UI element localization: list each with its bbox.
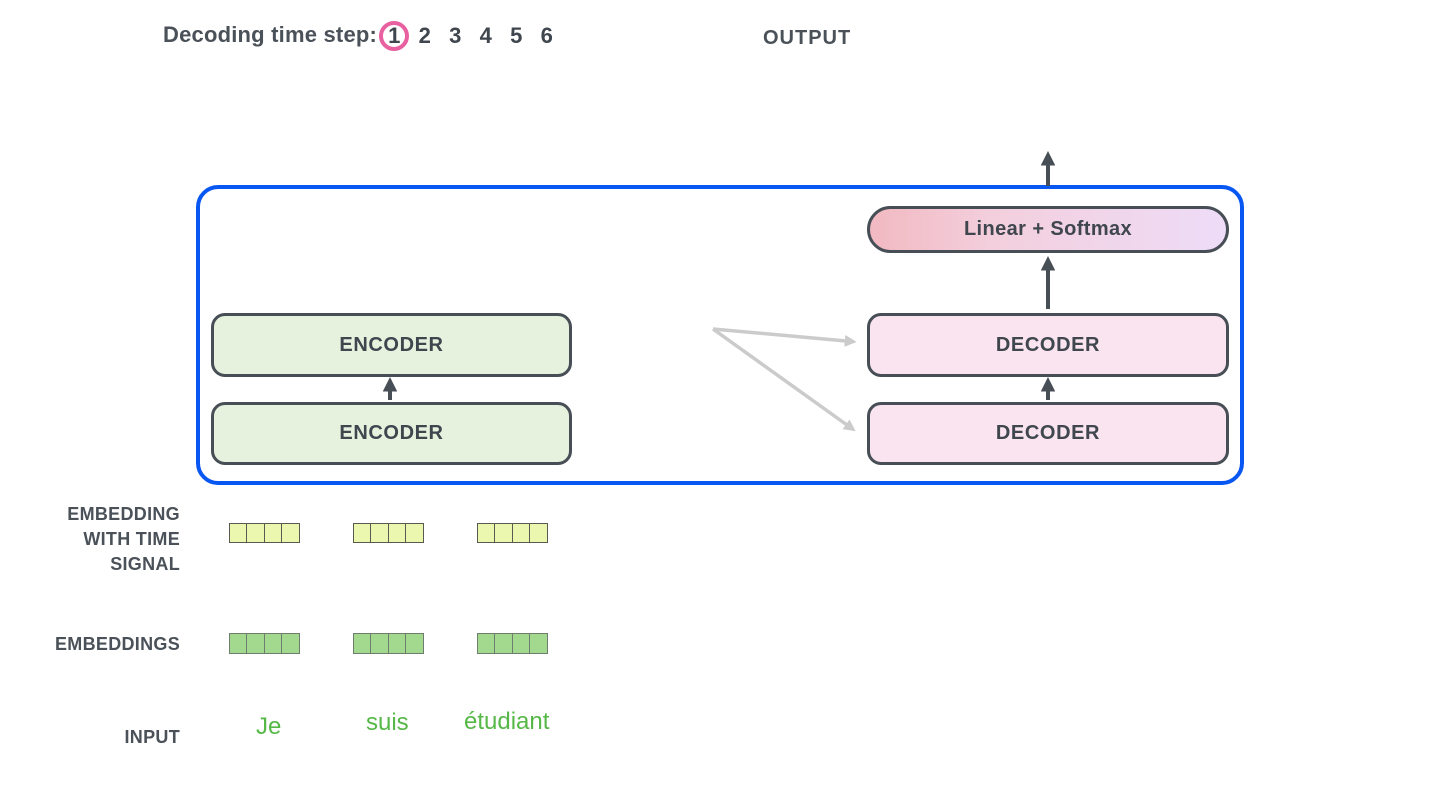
encoder-block-bottom: ENCODER bbox=[211, 402, 572, 465]
time-step-selector: 1 2 3 4 5 6 bbox=[379, 18, 562, 54]
embedding-vector-2 bbox=[353, 633, 425, 654]
time-signal-vector-3 bbox=[477, 523, 549, 543]
embedding-vector-1 bbox=[229, 633, 301, 654]
time-step-6[interactable]: 6 bbox=[540, 23, 553, 48]
time-signal-vector-1 bbox=[229, 523, 301, 543]
input-word-suis: suis bbox=[366, 709, 409, 736]
time-step-1-selected[interactable]: 1 bbox=[379, 18, 410, 54]
decoder-block-top: DECODER bbox=[867, 313, 1229, 377]
embeddings-label: EMBEDDINGS bbox=[54, 634, 180, 654]
time-step-3[interactable]: 3 bbox=[449, 23, 462, 48]
decoding-time-step-label: Decoding time step: bbox=[163, 22, 378, 47]
time-step-1-circle[interactable]: 1 bbox=[379, 21, 410, 51]
encoder-block-top: ENCODER bbox=[211, 313, 572, 377]
input-word-etudiant: étudiant bbox=[464, 708, 550, 735]
input-label: INPUT bbox=[124, 727, 180, 747]
time-signal-vector-2 bbox=[353, 523, 425, 543]
output-label: OUTPUT bbox=[763, 27, 852, 49]
embedding-vector-3 bbox=[477, 633, 549, 654]
time-step-2[interactable]: 2 bbox=[418, 23, 431, 48]
transformer-model-container bbox=[196, 185, 1244, 485]
time-step-5[interactable]: 5 bbox=[510, 23, 523, 48]
decoder-block-bottom: DECODER bbox=[867, 402, 1229, 465]
time-step-4[interactable]: 4 bbox=[479, 23, 492, 48]
embedding-with-time-signal-label: EMBEDDING WITH TIME SIGNAL bbox=[67, 504, 180, 574]
linear-softmax-block: Linear + Softmax bbox=[867, 206, 1229, 253]
input-word-je: Je bbox=[256, 713, 282, 740]
